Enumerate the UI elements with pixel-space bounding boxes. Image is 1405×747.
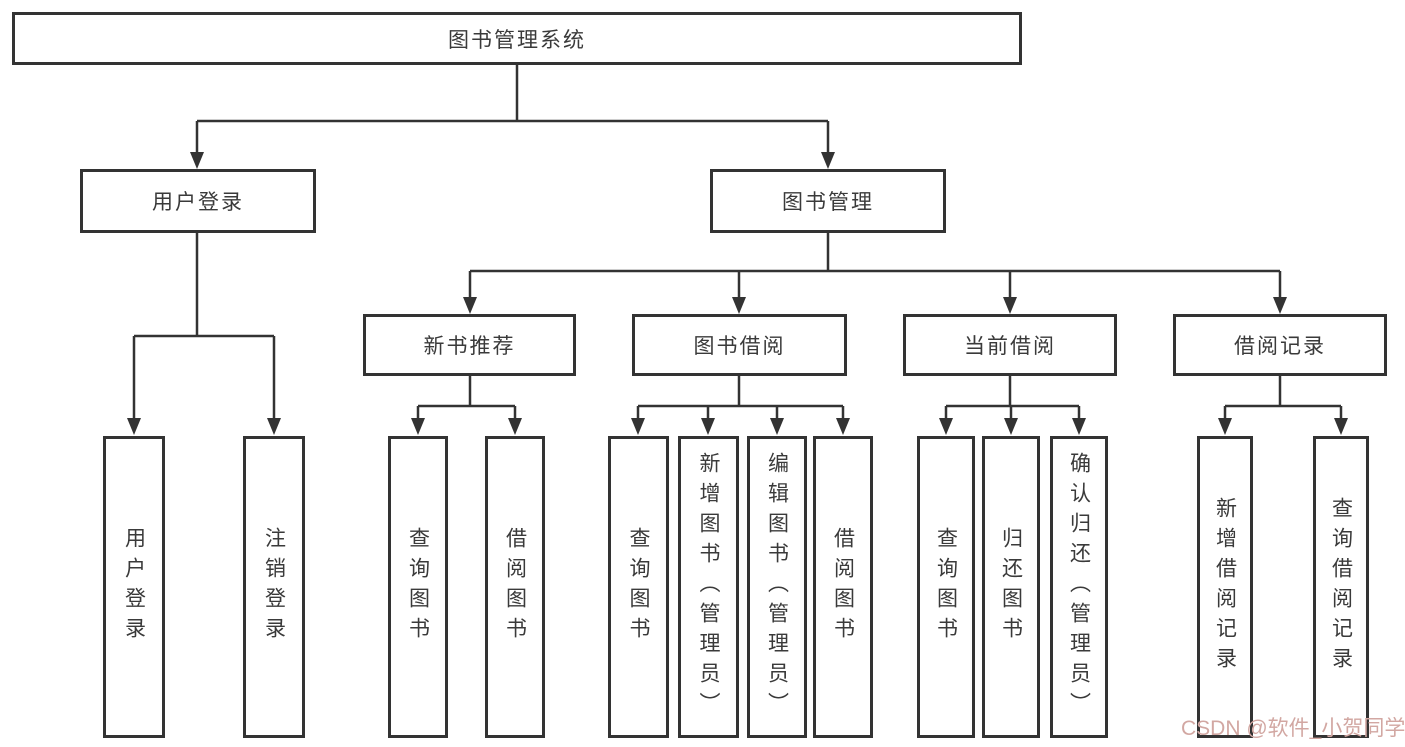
- arrowhead: [267, 418, 281, 435]
- node-logout: 注销登录: [243, 436, 305, 738]
- connector-borrow-record-group: [1223, 376, 1343, 422]
- arrowhead: [1003, 297, 1017, 314]
- node-user-login-branch: 用户登录: [80, 169, 316, 233]
- node-return-books: 归还图书: [982, 436, 1040, 738]
- connector-book-borrow-group: [636, 376, 845, 422]
- arrowhead: [821, 152, 835, 169]
- connector-user-login-branch: [132, 233, 276, 422]
- node-new-book-recommend: 新书推荐: [363, 314, 576, 376]
- node-borrow-books-1: 借阅图书: [485, 436, 545, 738]
- arrowhead: [1004, 418, 1018, 435]
- arrowhead: [127, 418, 141, 435]
- node-book-management: 图书管理: [710, 169, 946, 233]
- node-book-management-system: 图书管理系统: [12, 12, 1022, 65]
- arrowhead: [939, 418, 953, 435]
- node-edit-books-admin: 编辑图书（管理员）: [747, 436, 807, 738]
- node-query-books-1: 查询图书: [388, 436, 448, 738]
- node-borrowing-records: 借阅记录: [1173, 314, 1387, 376]
- connector-current-borrow-group: [944, 376, 1081, 422]
- arrowhead: [1334, 418, 1348, 435]
- node-query-borrow-record: 查询借阅记录: [1313, 436, 1369, 738]
- node-user-login: 用户登录: [103, 436, 165, 738]
- arrowhead: [1273, 297, 1287, 314]
- arrowhead: [770, 418, 784, 435]
- node-book-borrowing: 图书借阅: [632, 314, 847, 376]
- arrowhead: [836, 418, 850, 435]
- arrowhead: [1218, 418, 1232, 435]
- node-query-books-3: 查询图书: [917, 436, 975, 738]
- arrowhead: [190, 152, 204, 169]
- node-add-books-admin: 新增图书（管理员）: [678, 436, 739, 738]
- arrowhead: [411, 418, 425, 435]
- connector-new-book-group: [416, 376, 517, 422]
- node-query-books-2: 查询图书: [608, 436, 669, 738]
- arrowhead: [463, 297, 477, 314]
- arrowhead: [1072, 418, 1086, 435]
- arrowhead: [631, 418, 645, 435]
- arrowhead: [508, 418, 522, 435]
- node-add-borrow-record: 新增借阅记录: [1197, 436, 1253, 738]
- connector-book-mgmt-branch: [468, 233, 1282, 301]
- node-borrow-books-2: 借阅图书: [813, 436, 873, 738]
- node-confirm-return-admin: 确认归还（管理员）: [1050, 436, 1108, 738]
- arrowhead: [701, 418, 715, 435]
- connector-root: [195, 65, 830, 156]
- watermark-text: CSDN @软件_小贺同学: [1181, 717, 1405, 740]
- node-current-borrowing: 当前借阅: [903, 314, 1117, 376]
- arrowhead: [732, 297, 746, 314]
